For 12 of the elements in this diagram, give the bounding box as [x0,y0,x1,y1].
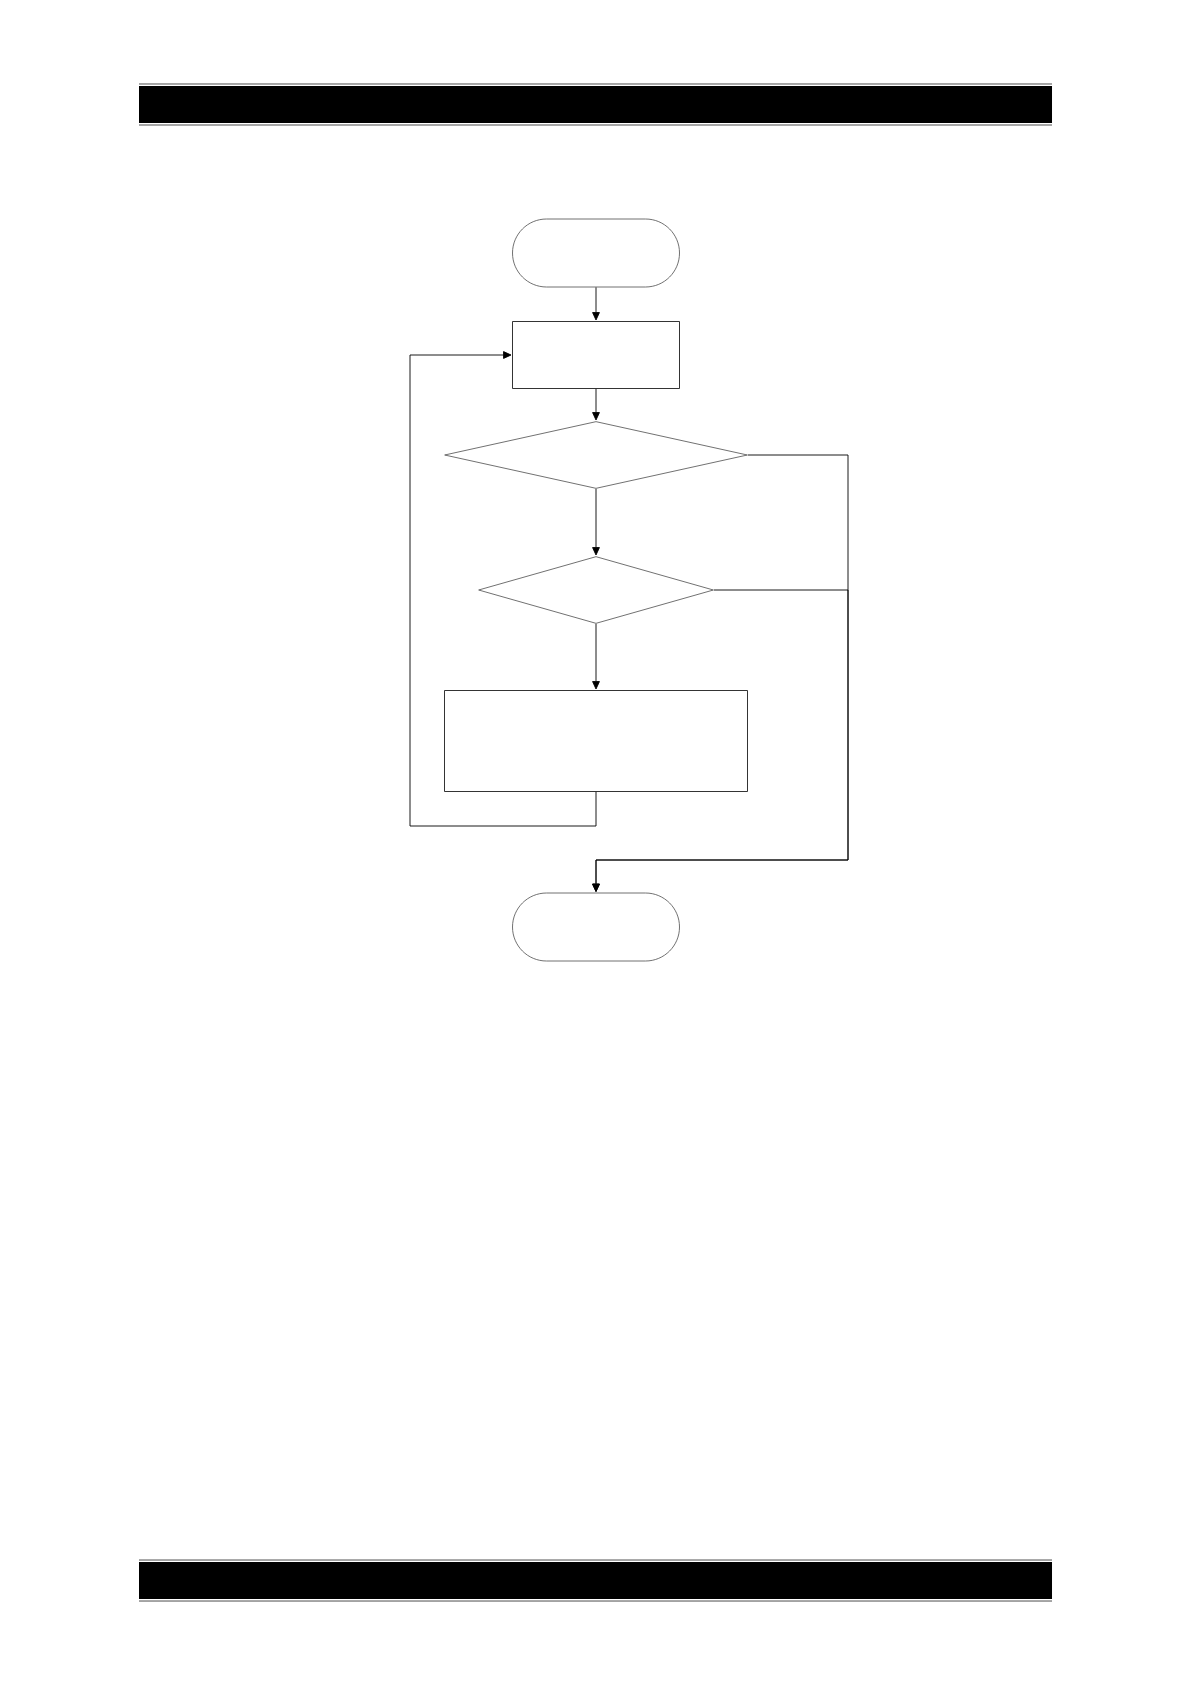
arrow [592,623,600,690]
arrow [409,351,597,827]
process-box [512,321,680,389]
terminal-shape [512,892,680,962]
arrow [592,589,849,892]
arrow [592,388,600,421]
decision-diamond [444,421,748,489]
arrow [592,286,600,321]
arrow [592,488,600,556]
decision-diamond [478,556,714,624]
terminal-shape [512,218,680,288]
process-box [444,690,748,792]
